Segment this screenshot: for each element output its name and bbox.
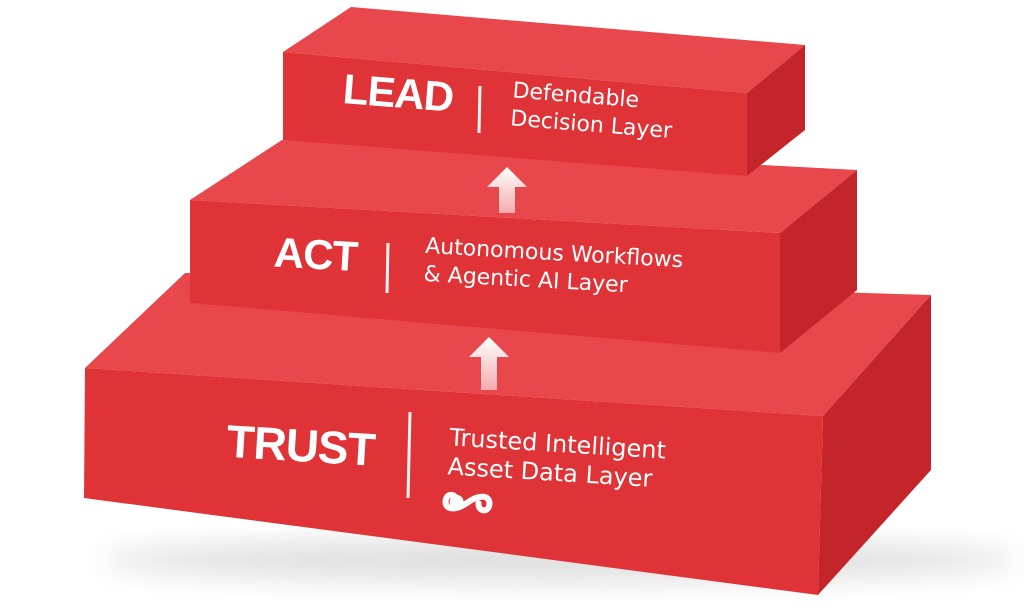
lead-divider <box>477 85 482 134</box>
lead-block: LEAD Defendable Decision Layer <box>283 7 805 176</box>
act-block-front-face <box>190 200 780 353</box>
trust-title: TRUST <box>225 415 377 476</box>
act-title: ACT <box>273 229 360 281</box>
trust-divider <box>406 411 412 499</box>
trust-block-side-face <box>818 295 931 595</box>
act-block-side-face <box>780 170 857 353</box>
infinity-loop-icon <box>442 491 493 514</box>
trust-block-front-face <box>84 368 823 595</box>
up-arrow-icon <box>469 337 509 390</box>
up-arrow-icon <box>487 167 527 213</box>
lead-block-side-face <box>747 45 805 176</box>
lead-block-front-face <box>283 52 747 176</box>
act-block: ACT Autonomous Workflows & Agentic AI La… <box>190 140 857 353</box>
lead-title: LEAD <box>341 65 455 121</box>
lead-block-top-face <box>283 7 805 93</box>
act-divider <box>385 242 390 294</box>
